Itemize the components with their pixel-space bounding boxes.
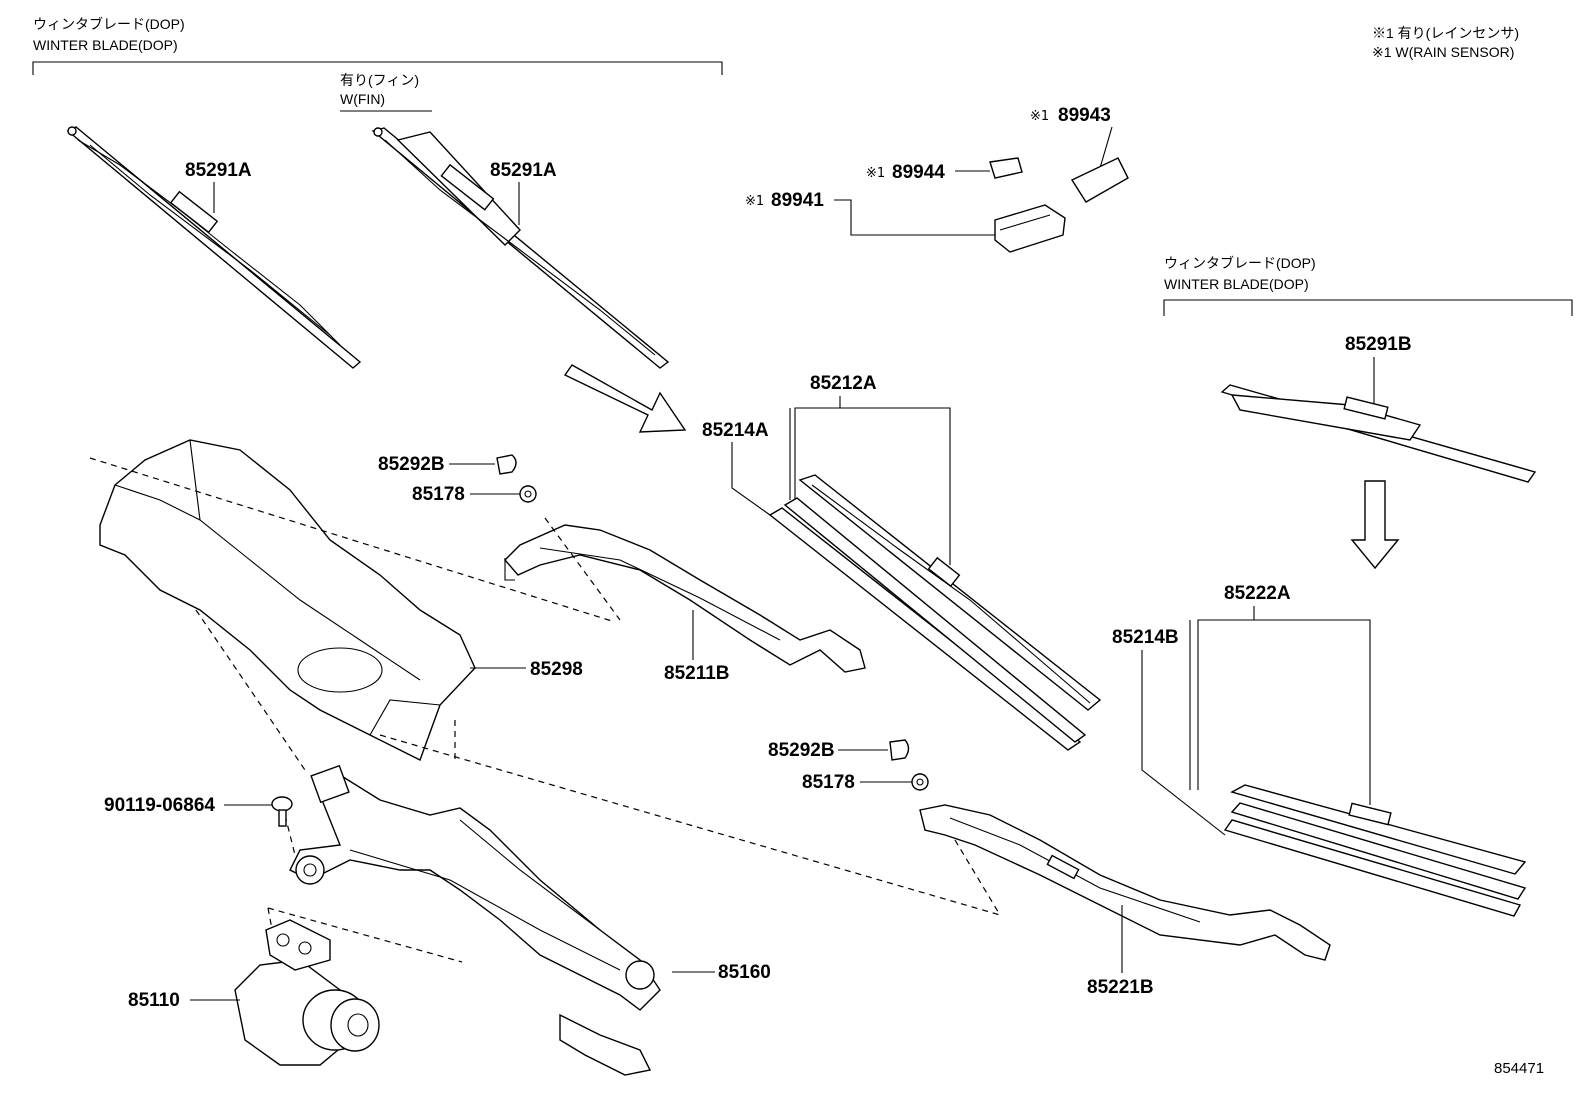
label-89944: 89944 bbox=[892, 162, 945, 183]
label-85298: 85298 bbox=[530, 659, 583, 680]
rain-sensor-mark-89944: ※1 bbox=[866, 166, 885, 181]
label-89943: 89943 bbox=[1058, 105, 1111, 126]
wiper-arm-85211B bbox=[504, 524, 866, 673]
guide-line-motor bbox=[267, 907, 463, 963]
fin-note-jp: 有り(フィン) bbox=[340, 72, 419, 88]
winter-blade-right-jp: ウィンタブレード(DOP) bbox=[1164, 255, 1316, 271]
winter-blade-right-bracket bbox=[1163, 299, 1573, 316]
leader-85214B bbox=[1141, 650, 1226, 836]
wiper-linkage-85160 bbox=[289, 764, 661, 1076]
rain-sensor-unit-89941 bbox=[994, 204, 1066, 253]
nut-85178-bottom bbox=[911, 773, 929, 791]
label-85211B: 85211B bbox=[664, 663, 730, 684]
direction-arrow-diagonal bbox=[563, 364, 687, 433]
bolt-90119-06864 bbox=[271, 796, 293, 827]
cap-85292B-bottom bbox=[889, 739, 910, 761]
guide-line-cowl-top bbox=[89, 457, 616, 623]
leader-85222A-a bbox=[1197, 606, 1255, 790]
wiper-blade-85291A-left bbox=[66, 126, 362, 369]
rain-sensor-mark-89943: ※1 bbox=[1030, 109, 1049, 124]
winter-blade-left-bracket bbox=[32, 61, 723, 75]
direction-arrow-down bbox=[1350, 480, 1400, 570]
label-85222A: 85222A bbox=[1224, 583, 1291, 604]
wiper-motor-85110 bbox=[234, 919, 380, 1066]
winter-blade-left-en: WINTER BLADE(DOP) bbox=[33, 37, 178, 53]
blade-assembly-85212A bbox=[768, 474, 1102, 751]
rain-sensor-note-en: ※1 W(RAIN SENSOR) bbox=[1372, 44, 1514, 60]
label-85291B: 85291B bbox=[1345, 334, 1412, 355]
rain-sensor-pad-89944 bbox=[989, 157, 1023, 179]
leader-89941 bbox=[834, 199, 995, 236]
guide-line-cowl-bottom bbox=[379, 734, 1001, 916]
winter-blade-85291B bbox=[1220, 384, 1537, 483]
wiper-blade-85291A-fin bbox=[371, 127, 670, 369]
rain-sensor-mark-89941: ※1 bbox=[745, 194, 764, 209]
leader-85214A bbox=[731, 442, 771, 516]
leader-85212A-b bbox=[840, 407, 951, 565]
label-85110: 85110 bbox=[128, 990, 180, 1011]
label-85178-bottom: 85178 bbox=[802, 772, 855, 793]
label-89941: 89941 bbox=[771, 190, 824, 211]
guide-line-arm-bottom bbox=[954, 839, 1001, 916]
label-85214A: 85214A bbox=[702, 420, 769, 441]
cap-85292B-top bbox=[496, 454, 517, 475]
wiper-arm-85221B bbox=[919, 804, 1331, 961]
label-90119-06864: 90119-06864 bbox=[104, 795, 215, 816]
label-85214B: 85214B bbox=[1112, 627, 1179, 648]
diagram-id: 854471 bbox=[1494, 1060, 1544, 1077]
label-85221B: 85221B bbox=[1087, 977, 1154, 998]
leader-89943 bbox=[1099, 126, 1113, 169]
cowl-panel-85298 bbox=[99, 439, 476, 761]
rain-sensor-cover-89943 bbox=[1070, 157, 1129, 203]
label-85160: 85160 bbox=[718, 962, 771, 983]
nut-85178-top bbox=[519, 485, 537, 503]
rain-sensor-note-jp: ※1 有り(レインセンサ) bbox=[1372, 25, 1519, 41]
label-85292B-bottom: 85292B bbox=[768, 740, 835, 761]
winter-blade-right-en: WINTER BLADE(DOP) bbox=[1164, 276, 1309, 292]
label-85292B-top: 85292B bbox=[378, 454, 445, 475]
label-85291A-right: 85291A bbox=[490, 160, 557, 181]
blade-assembly-85222A bbox=[1223, 784, 1527, 917]
leader-85212A-a bbox=[794, 396, 841, 500]
fin-note-en: W(FIN) bbox=[340, 91, 385, 107]
leader-85222A-b bbox=[1254, 619, 1371, 805]
winter-blade-left-jp: ウィンタブレード(DOP) bbox=[33, 16, 185, 32]
label-85291A-left: 85291A bbox=[185, 160, 252, 181]
label-85178-top: 85178 bbox=[412, 484, 465, 505]
label-85212A: 85212A bbox=[810, 373, 877, 394]
